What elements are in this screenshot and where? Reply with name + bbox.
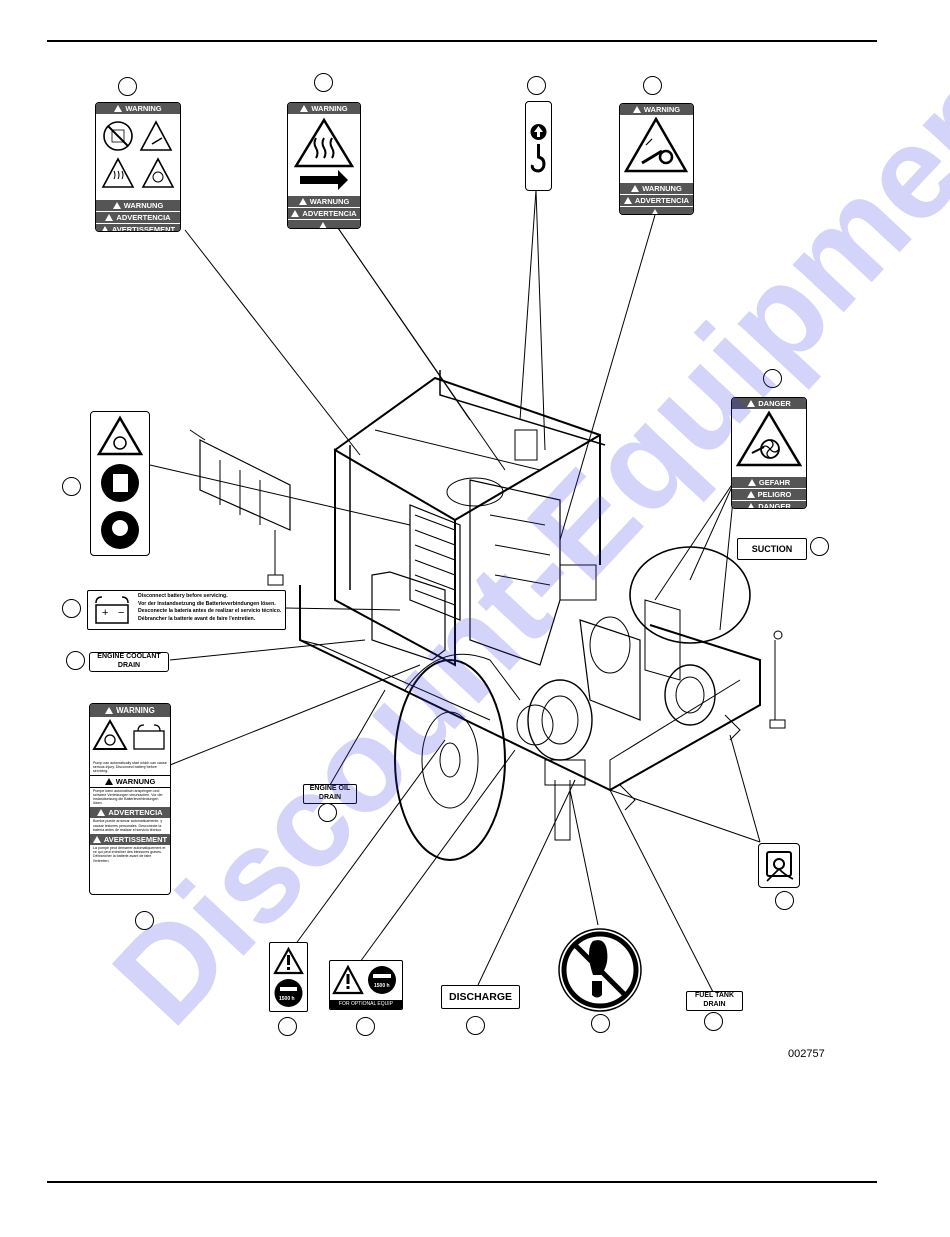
service-hours: 1500 h (279, 996, 295, 1002)
decal-german: GEFAHR (758, 478, 791, 487)
oil-service-icons (332, 964, 396, 995)
decal-spanish: PELIGRO (757, 490, 792, 499)
callout-circle (527, 76, 546, 95)
figure-code: 002757 (788, 1048, 825, 1060)
callout-circle (318, 803, 337, 822)
battery-notice-text: Disconnect battery before servicing. Vor… (138, 593, 281, 623)
battery-icon (95, 596, 129, 624)
decal-heading: WARNING (643, 105, 681, 114)
hose-coil-icon (766, 851, 794, 882)
hazard-icons (101, 120, 175, 188)
callout-circle (775, 891, 794, 910)
decal-spanish: ADVERTENCIA (302, 209, 357, 218)
battery-minus: − (118, 607, 125, 619)
optional-equip-strip: FOR OPTIONAL EQUIP (330, 1000, 402, 1009)
discharge-label: DISCHARGE (441, 985, 520, 1009)
decal-heading: WARNING (125, 104, 162, 113)
callout-circle (66, 651, 85, 670)
decal-german: WARNUNG (115, 776, 156, 786)
autostart-text-en: Pump can automatically start which can c… (93, 761, 167, 774)
hot-surface-icon (293, 117, 355, 190)
decal-spanish: ADVERTENCIA (116, 213, 171, 222)
callout-circle (118, 77, 137, 96)
callout-circle (643, 76, 662, 95)
autostart-text-fr: La pompe peut démarrer automatiquement e… (93, 846, 166, 863)
lift-hook-icon (530, 124, 547, 173)
hose-caution-decal (758, 843, 800, 888)
decal-heading: WARNING (311, 104, 348, 113)
autostart-text-de: Pumpe kann automatisch anspringen und sc… (93, 788, 163, 806)
autostart-icons (92, 718, 165, 750)
decal-german: WARNUNG (642, 184, 682, 193)
battery-plus: + (102, 607, 109, 619)
decal-heading: DANGER (758, 399, 791, 408)
callout-circle (62, 477, 81, 496)
service-hours: 1500 h (374, 983, 390, 989)
entanglement-icon (623, 116, 689, 173)
autostart-text-es: Bomba puede arrancar automáticamente, y … (93, 819, 163, 832)
decal-french: AVERTISSEMENT (111, 225, 176, 232)
callout-circle (314, 73, 333, 92)
oil-service-icons (273, 946, 304, 1007)
notice-line-de: Vor der Instandsetzung die Batterieverbi… (138, 600, 276, 607)
callout-circle (763, 369, 782, 388)
service-interval-decal: 1500 h (269, 942, 308, 1012)
no-step-icon (558, 928, 642, 1012)
callout-circle (810, 537, 829, 556)
top-rule (47, 40, 877, 42)
callout-circle (356, 1017, 375, 1036)
danger-decal-rotating-parts: DANGER GEFAHR PELIGRO DANGER (731, 397, 807, 509)
notice-line-en: Disconnect battery before servicing. (138, 593, 228, 599)
bottom-rule (47, 1181, 877, 1183)
callout-circle (704, 1012, 723, 1031)
callout-circle (135, 911, 154, 930)
warning-decal-hot-surface: WARNING WARNUNG ADVERTENCIA AVERTISSEMEN… (287, 102, 361, 229)
battery-disconnect-decal: + − Disconnect battery before servicing.… (87, 590, 286, 630)
notice-line-es: Desconecte la batería antes de realizar … (138, 608, 282, 615)
warning-decal-belt-entanglement: WARNING WARNUNG ADVERTENCIA AVERTISSEMEN… (619, 103, 694, 215)
decal-spanish: ADVERTENCIA (634, 196, 690, 205)
lift-point-decal (525, 101, 552, 191)
service-interval-optional-decal: 1500 h FOR OPTIONAL EQUIP (329, 960, 403, 1010)
ppe-icons (96, 415, 144, 549)
decal-spanish: ADVERTENCIA (108, 808, 163, 818)
callout-circle (466, 1016, 485, 1035)
callout-circle (591, 1014, 610, 1033)
decal-heading: WARNING (116, 706, 155, 715)
decal-german: WARNUNG (123, 201, 164, 210)
notice-line-fr: Débrancher la batterie avant de faire l'… (138, 615, 256, 622)
callout-circle (278, 1017, 297, 1036)
decal-german: WARNUNG (309, 197, 350, 206)
rotating-fan-icon (735, 410, 803, 467)
suction-label: SUCTION (737, 538, 807, 560)
decal-french: AVERTISSEMENT (103, 835, 168, 845)
engine-coolant-drain-label: ENGINE COOLANT DRAIN (89, 652, 169, 672)
autostart-warning-decal: WARNING Pump can automatically start whi… (89, 703, 171, 895)
ppe-instructions-decal (90, 411, 150, 556)
fuel-tank-drain-label: FUEL TANK DRAIN (686, 991, 743, 1011)
warning-decal-four-hazards: WARNING WARNUNG ADVERTENCIA AVERTISSEMEN… (95, 102, 181, 232)
engine-oil-drain-label: ENGINE OIL DRAIN (303, 784, 357, 804)
callout-circle (62, 599, 81, 618)
decal-french: DANGER (758, 502, 791, 509)
